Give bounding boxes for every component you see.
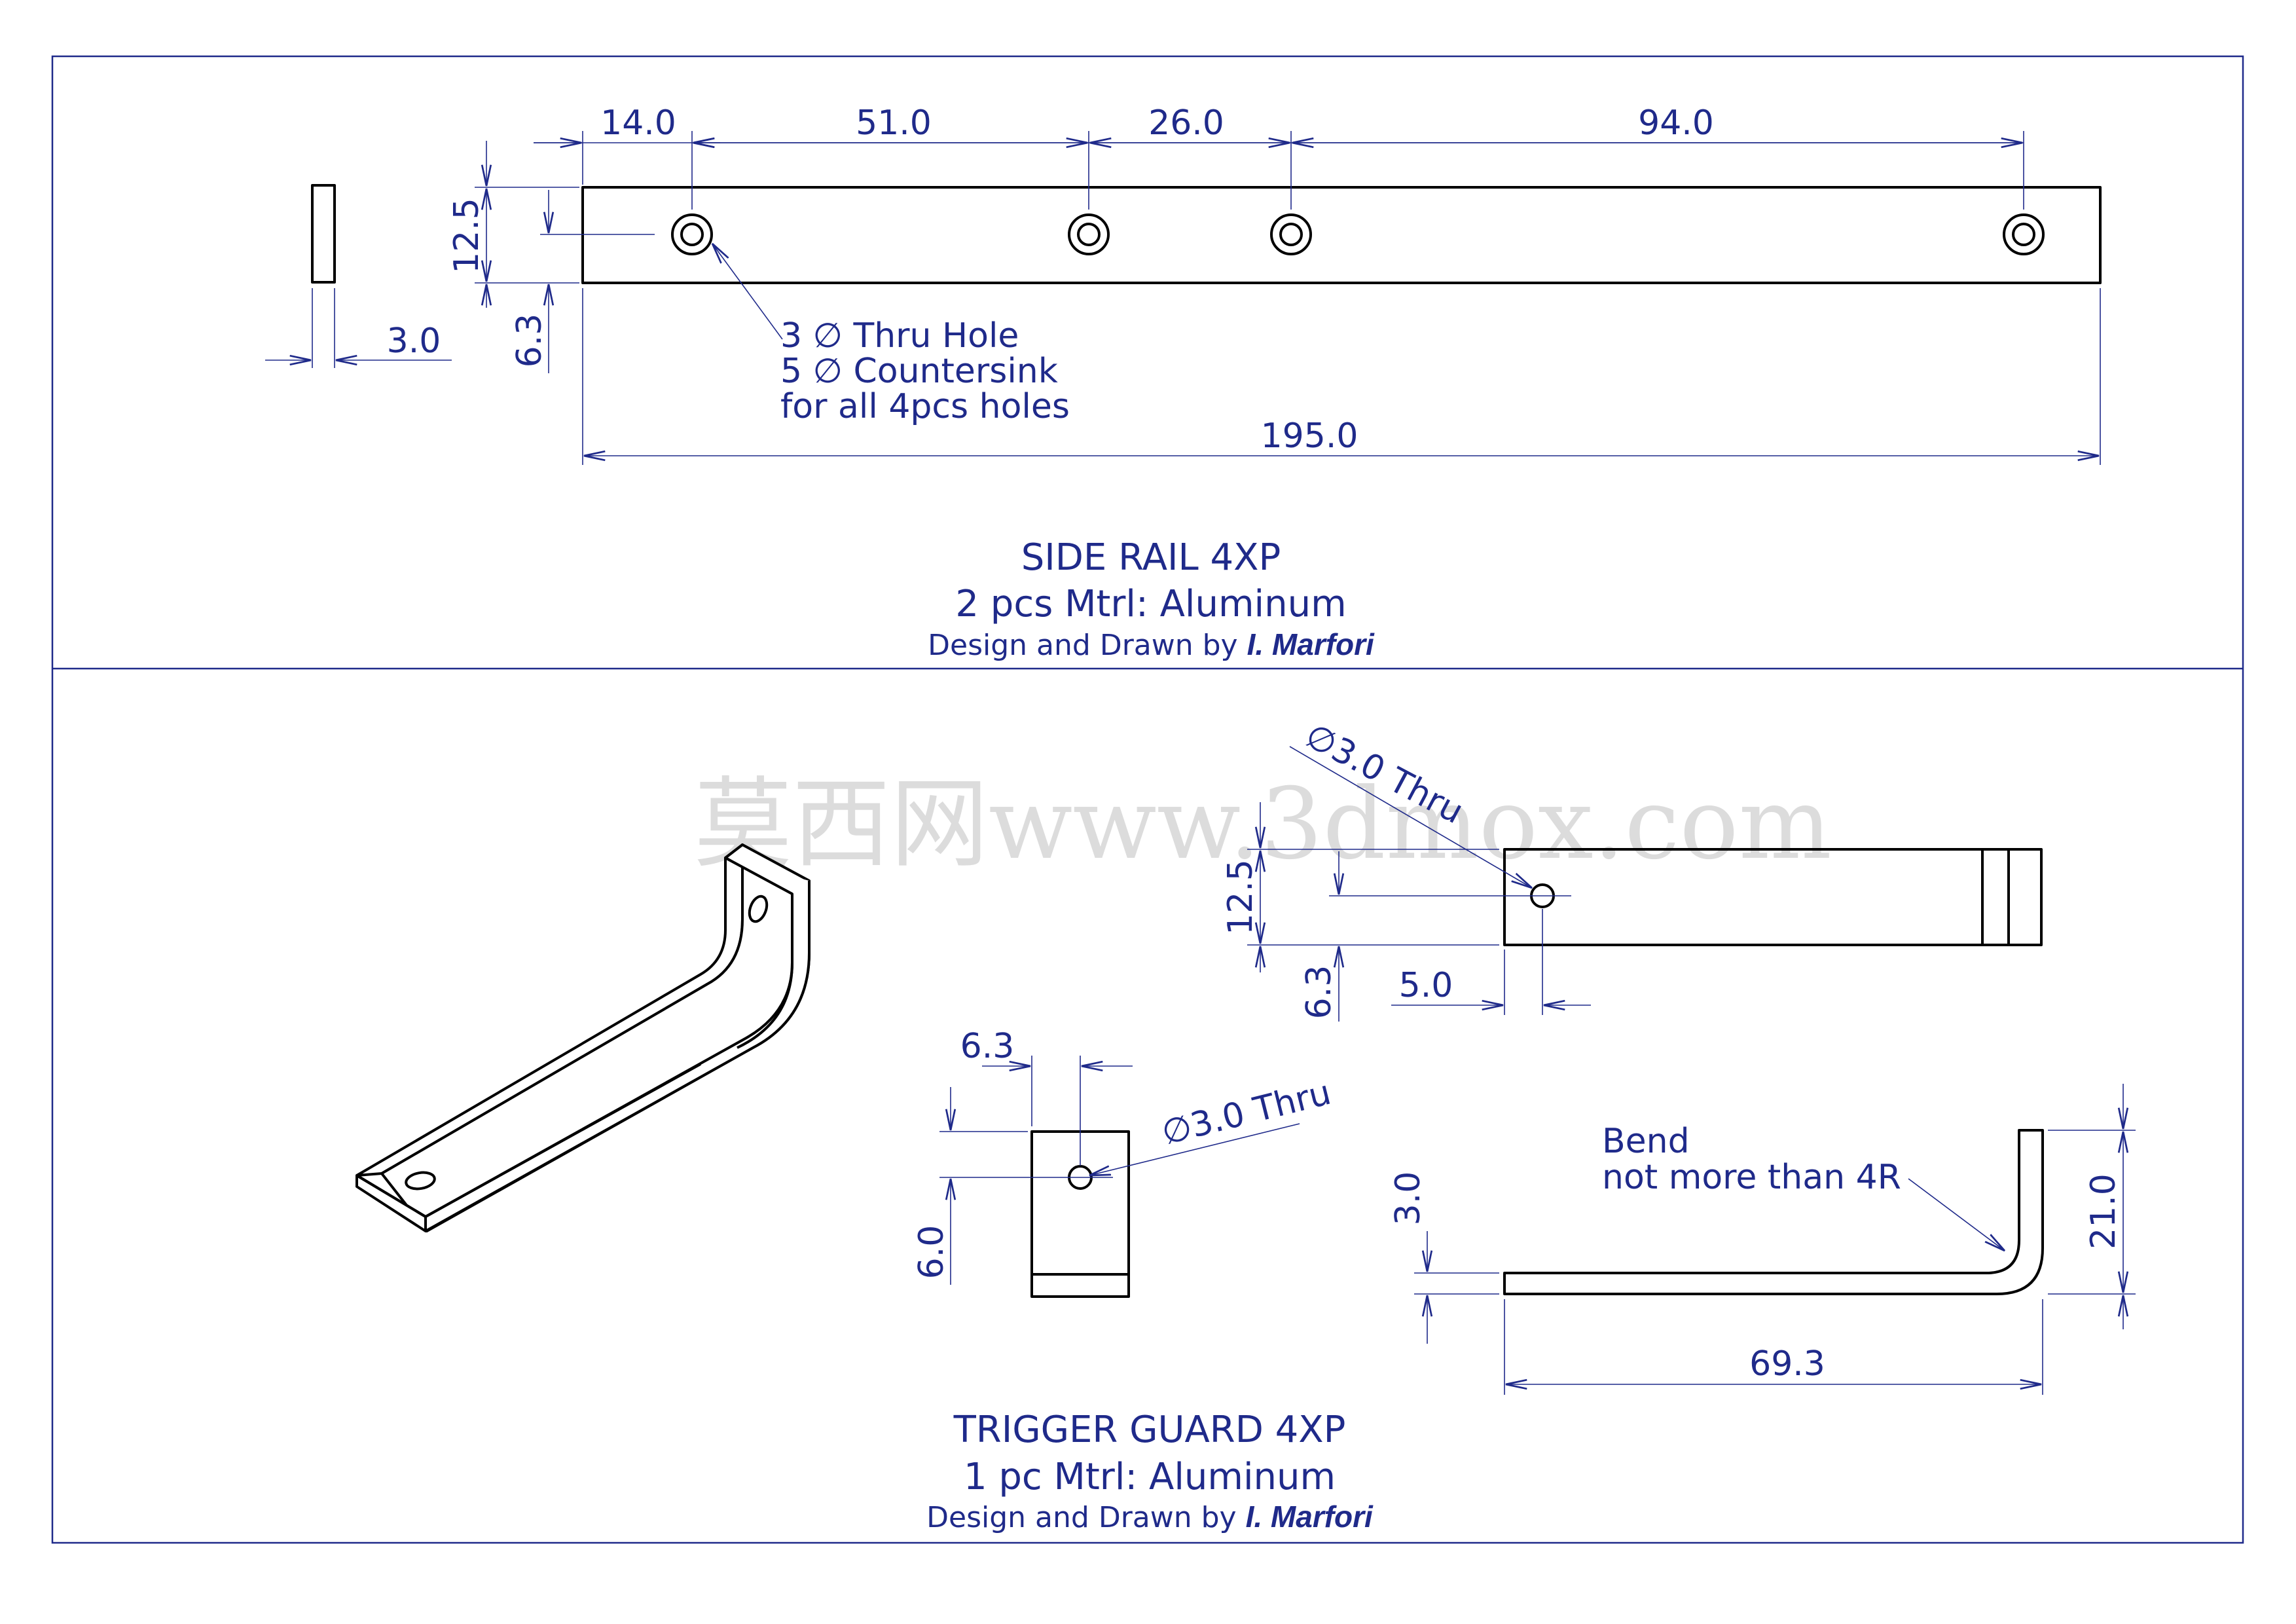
dim-94: 94.0 <box>1638 103 1714 143</box>
dim-side-21-0: 21.0 <box>2084 1173 2123 1249</box>
side-rail-holes <box>671 213 2045 255</box>
trigger-guard-title: TRIGGER GUARD 4XP <box>953 1409 1346 1451</box>
side-rail-length-dimension <box>582 288 2101 465</box>
dim-tg-12-5: 12.5 <box>1221 859 1260 935</box>
bend-note-line2: not more than 4R <box>1602 1158 1901 1197</box>
dim-3-0: 3.0 <box>387 322 441 361</box>
dim-end-6-3: 6.3 <box>960 1027 1015 1066</box>
sheet-border <box>51 55 2244 1544</box>
watermark: 莫西网www.3dmox.com <box>694 767 1832 881</box>
dim-side-3-0: 3.0 <box>1389 1172 1428 1226</box>
trigger-guard-end-view <box>939 1056 1300 1298</box>
dim-tg-5-0: 5.0 <box>1399 966 1453 1005</box>
trigger-guard-side-view <box>1414 1084 2136 1395</box>
dim-tg-6-3-v: 6.3 <box>1300 965 1339 1020</box>
dim-195: 195.0 <box>1261 416 1358 456</box>
dim-side-69-3: 69.3 <box>1749 1344 1825 1384</box>
side-rail-qty: 2 pcs Mtrl: Aluminum <box>955 583 1346 625</box>
dim-51: 51.0 <box>856 103 932 143</box>
note-all-holes: for all 4pcs holes <box>780 387 1070 426</box>
side-rail-end-view <box>311 184 336 284</box>
side-rail-title: SIDE RAIL 4XP <box>1021 536 1281 579</box>
end-view-hole-label: ∅3.0 Thru <box>1158 1073 1335 1153</box>
trigger-guard-isometric <box>355 843 811 1232</box>
side-rail-drawing: 14.0 51.0 26.0 94.0 12.5 6.3 3.0 3 ∅ Thr… <box>265 103 2102 662</box>
hole-leader <box>712 244 783 340</box>
dim-26: 26.0 <box>1148 103 1224 143</box>
note-thru-hole: 3 ∅ Thru Hole <box>780 316 1019 356</box>
dim-14: 14.0 <box>600 103 676 143</box>
side-rail-front-view <box>581 186 2102 284</box>
side-rail-left-dimensions <box>475 141 655 373</box>
dim-end-6-0: 6.0 <box>912 1225 951 1280</box>
note-countersink: 5 ∅ Countersink <box>780 352 1058 391</box>
dim-12-5: 12.5 <box>447 198 486 274</box>
trigger-guard-drawing: ∅3.0 Thru 12.5 6.3 5.0 6.3 6.0 ∅3.0 Thru <box>355 716 2136 1534</box>
bend-note-line1: Bend <box>1602 1122 1690 1161</box>
dim-6-3: 6.3 <box>510 314 549 368</box>
side-rail-top-dimensions <box>534 131 2024 210</box>
trigger-guard-top-view <box>1247 746 2043 1022</box>
side-rail-thickness-dimension <box>265 288 452 368</box>
trigger-guard-qty: 1 pc Mtrl: Aluminum <box>964 1456 1336 1498</box>
